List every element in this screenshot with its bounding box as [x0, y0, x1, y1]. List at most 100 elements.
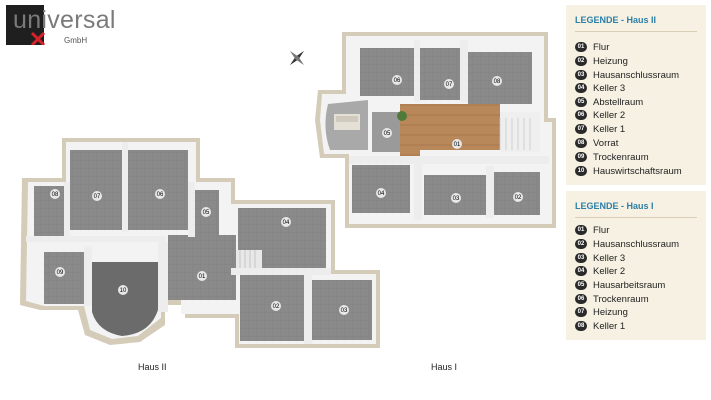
legend-number: 05 — [575, 280, 587, 290]
room-marker: 05 — [201, 207, 211, 217]
legend-item: 08 Keller 1 — [575, 319, 625, 333]
legend-label: Keller 2 — [593, 109, 626, 121]
legend-number: 09 — [575, 152, 587, 162]
svg-text:02: 02 — [273, 304, 280, 310]
legend-label: Trockenraum — [593, 293, 649, 305]
legend-number: 04 — [575, 266, 587, 276]
legend-item: 05 Hausarbeitsraum — [575, 278, 665, 292]
svg-text:08: 08 — [52, 192, 59, 198]
svg-text:01: 01 — [454, 142, 461, 148]
svg-text:04: 04 — [378, 191, 385, 197]
svg-text:06: 06 — [157, 192, 164, 198]
stairs — [499, 118, 531, 150]
legend-item: 07 Heizung — [575, 305, 628, 319]
plant-icon — [397, 111, 407, 121]
room-marker: 07 — [92, 191, 102, 201]
legend-label: Vorrat — [593, 137, 619, 149]
logo-x-mark — [30, 31, 46, 45]
legend-number: 08 — [575, 138, 587, 148]
legend-label: Keller 1 — [593, 320, 626, 332]
room-marker: 02 — [513, 192, 523, 202]
svg-text:10: 10 — [120, 288, 127, 294]
svg-text:05: 05 — [384, 131, 391, 137]
legend-item: 02 Hausanschlussraum — [575, 237, 679, 251]
legend-label: Hausanschlussraum — [593, 238, 680, 250]
svg-text:01: 01 — [199, 274, 206, 280]
room-marker: 09 — [55, 267, 65, 277]
legend-number: 03 — [575, 70, 587, 80]
legend-label: Abstellraum — [593, 96, 644, 108]
legend-label: Heizung — [593, 306, 628, 318]
room-marker: 06 — [392, 75, 402, 85]
legend-item: 06 Keller 2 — [575, 108, 625, 122]
logo-wordmark: universal — [13, 6, 116, 34]
legend-number: 06 — [575, 294, 587, 304]
legend-number: 01 — [575, 225, 587, 235]
room-marker: 01 — [452, 139, 462, 149]
legend-number: 01 — [575, 42, 587, 52]
legend-number: 02 — [575, 56, 587, 66]
room-markers-haus-ii: 08 07 06 05 04 01 02 03 09 10 — [50, 189, 349, 315]
legend-item: 09 Trockenraum — [575, 150, 649, 164]
room-marker: 03 — [451, 193, 461, 203]
legend-item: 01 Flur — [575, 40, 609, 54]
room-marker: 07 — [444, 79, 454, 89]
legend-item: 04 Keller 3 — [575, 81, 625, 95]
legend-label: Hausarbeitsraum — [593, 279, 666, 291]
svg-text:05: 05 — [203, 210, 210, 216]
legend-number: 07 — [575, 307, 587, 317]
legend-title: LEGENDE - Haus I — [575, 201, 654, 211]
svg-text:08: 08 — [494, 79, 501, 85]
sofa — [334, 114, 360, 130]
legend-label: Hauswirtschaftsraum — [593, 165, 682, 177]
legend-number: 07 — [575, 124, 587, 134]
legend-label: Keller 1 — [593, 123, 626, 135]
room-marker: 08 — [50, 189, 60, 199]
legend-divider — [575, 31, 697, 32]
room-marker: 08 — [492, 76, 502, 86]
svg-text:02: 02 — [515, 195, 522, 201]
legend-number: 02 — [575, 239, 587, 249]
svg-text:06: 06 — [394, 78, 401, 84]
legend-number: 03 — [575, 253, 587, 263]
svg-text:04: 04 — [283, 220, 290, 226]
legend-item: 03 Hausanschlussraum — [575, 68, 679, 82]
room-marker: 03 — [339, 305, 349, 315]
floor-plan: 08 07 06 05 04 01 02 03 09 10 — [20, 32, 556, 348]
legend-label: Trockenraum — [593, 151, 649, 163]
legend-title: LEGENDE - Haus II — [575, 15, 657, 25]
legend-item: 08 Vorrat — [575, 136, 618, 150]
legend-item: 02 Heizung — [575, 54, 628, 68]
legend-number: 10 — [575, 166, 587, 176]
room-marker: 05 — [382, 128, 392, 138]
legend-item: 10 Hauswirtschaftsraum — [575, 164, 682, 178]
svg-text:03: 03 — [453, 196, 460, 202]
room-marker: 04 — [376, 188, 386, 198]
label-haus-i: Haus I — [431, 362, 458, 372]
logo-subtext: GmbH — [64, 36, 88, 45]
legend-number: 04 — [575, 83, 587, 93]
legend-label: Keller 3 — [593, 82, 626, 94]
svg-text:07: 07 — [94, 194, 101, 200]
compass-icon — [289, 50, 305, 66]
svg-text:03: 03 — [341, 308, 348, 314]
stairs — [236, 250, 262, 268]
company-logo: universal GmbH — [6, 5, 146, 49]
legend-label: Flur — [593, 41, 610, 53]
legend-number: 06 — [575, 110, 587, 120]
legend-label: Hausanschlussraum — [593, 69, 680, 81]
legend-number: 08 — [575, 321, 587, 331]
legend-label: Heizung — [593, 55, 628, 67]
legend-item: 07 Keller 1 — [575, 122, 625, 136]
legend-item: 06 Trockenraum — [575, 292, 649, 306]
svg-text:09: 09 — [57, 270, 64, 276]
room-marker: 01 — [197, 271, 207, 281]
svg-text:07: 07 — [446, 82, 453, 88]
legend-number: 05 — [575, 97, 587, 107]
